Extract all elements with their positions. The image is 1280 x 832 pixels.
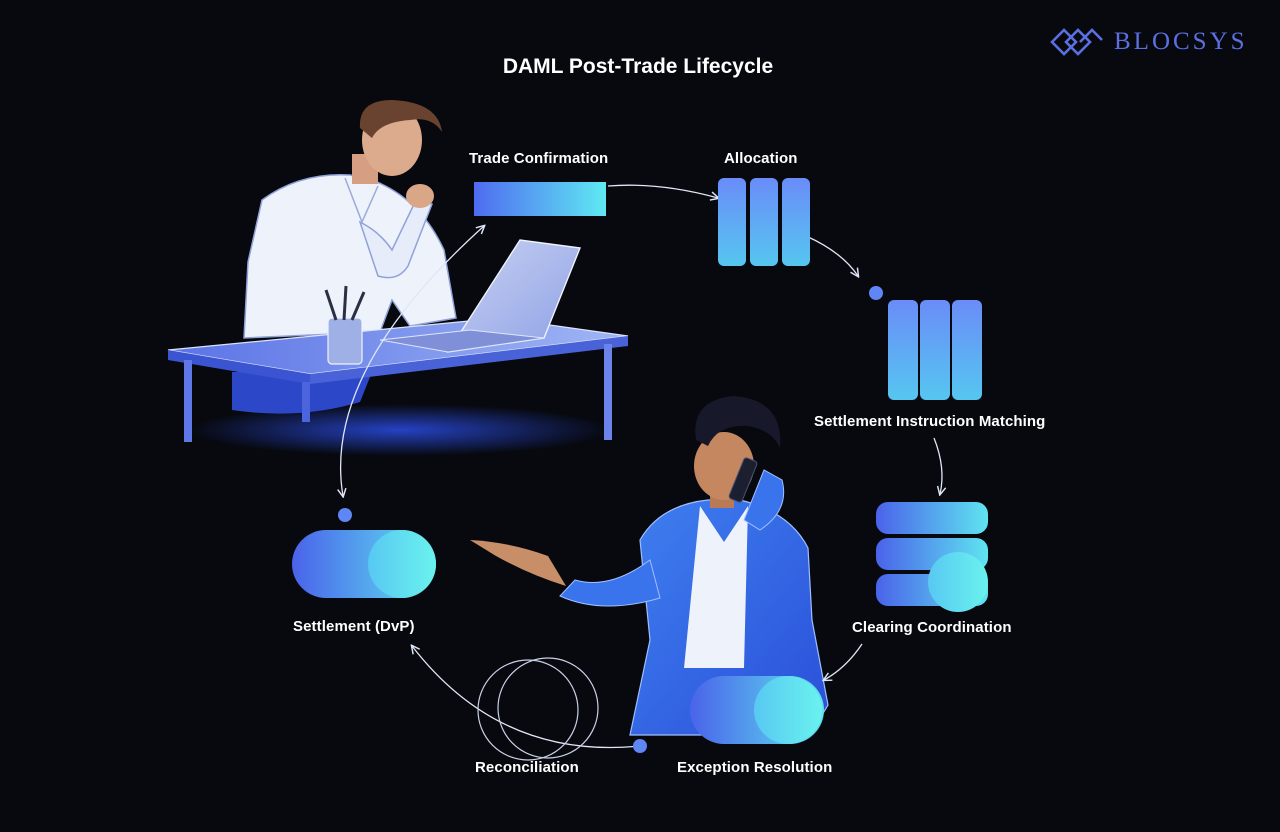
settlement-instruction-matching-icon [888,300,982,400]
arrow-clearing-to-exception [824,643,863,680]
brand-name: BLOCSYS [1114,28,1248,55]
arrow-trade-to-allocation [607,184,718,198]
desk-edge [168,350,310,384]
lifecycle-connectors [341,184,942,749]
node-dot [869,286,883,300]
label-allocation: Allocation [724,150,798,167]
diagram-title: DAML Post-Trade Lifecycle [502,55,774,78]
node-dot [633,739,647,753]
trade-confirmation-icon [474,182,606,216]
label-clearing-coordination: Clearing Coordination [852,619,1012,636]
clearing-coordination-icon [876,502,988,612]
brand-logo: BLOCSYS [1048,24,1248,60]
woman-shirt [684,506,748,668]
man-hair [359,100,442,138]
arrow-matching-to-clearing [933,437,942,494]
label-settlement-dvp: Settlement (DvP) [293,618,415,635]
smartphone-icon [728,457,758,503]
desk-leg [184,360,192,442]
node-dot [338,508,352,522]
desk-leg [302,382,310,422]
label-trade-confirmation: Trade Confirmation [469,150,609,167]
allocation-icon [718,178,810,266]
woman-open-hand [470,540,566,586]
man-hand [406,184,434,208]
woman-extended-arm [559,559,661,607]
diamond-chain-logo-icon [1050,28,1103,56]
arrow-settlement-to-trade [341,226,484,496]
desk-leg [604,344,612,440]
label-reconciliation: Reconciliation [475,759,579,776]
settlement-dvp-icon [292,530,436,598]
label-settlement-instruction-matching: Settlement Instruction Matching [814,413,1046,430]
label-exception-resolution: Exception Resolution [677,759,833,776]
pencil-cup [327,317,363,365]
reconciliation-icon [477,657,599,761]
exception-resolution-icon [690,676,824,744]
woman-hair [695,396,781,448]
arrow-exception-to-settlement [412,646,641,749]
arrow-allocation-to-matching [805,235,858,276]
